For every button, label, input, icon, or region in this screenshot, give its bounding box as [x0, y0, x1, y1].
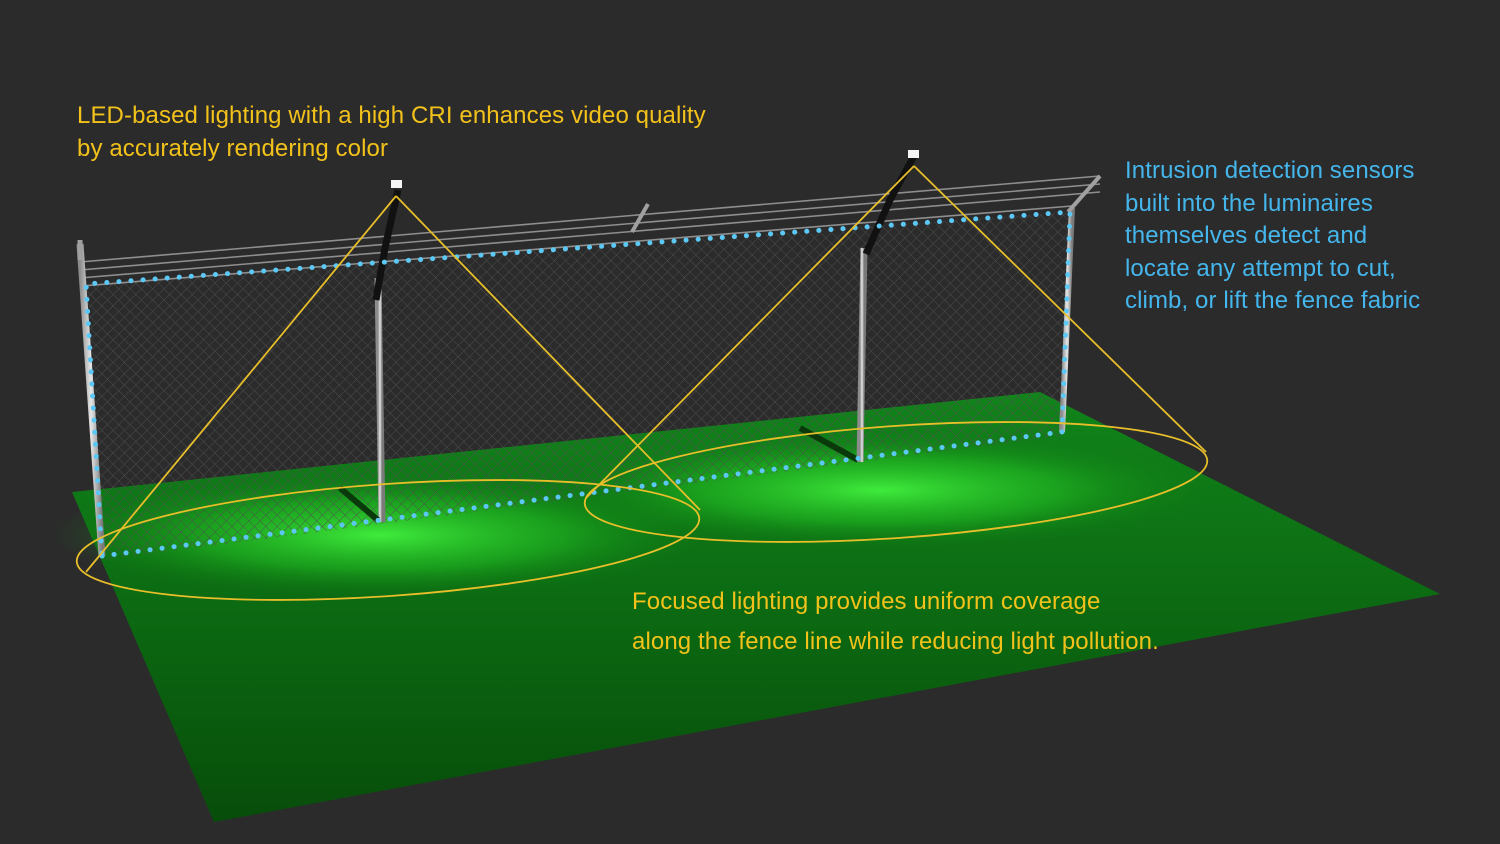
intrusion-sensors-annotation: Intrusion detection sensors built into t… — [1125, 155, 1420, 318]
annotation-line: by accurately rendering color — [77, 135, 389, 162]
fence-mesh — [86, 212, 1070, 560]
annotation-line: locate any attempt to cut, — [1125, 254, 1396, 282]
light-cone-icon — [75, 165, 1209, 601]
led-lighting-annotation: LED-based lighting with a high CRI enhan… — [77, 99, 706, 165]
annotation-line: along the fence line while reducing ligh… — [632, 628, 1159, 655]
sensor-dot-icon — [83, 209, 1073, 559]
luminaire-icon — [391, 180, 402, 188]
focused-lighting-annotation: Focused lighting provides uniform covera… — [632, 582, 1159, 662]
annotation-line: climb, or lift the fence fabric — [1125, 287, 1421, 314]
annotation-line: themselves detect and — [1125, 222, 1368, 249]
luminaire-icon — [908, 150, 919, 158]
annotation-line: LED-based lighting with a high CRI enhan… — [77, 102, 706, 129]
annotation-line: Intrusion detection sensors — [1125, 157, 1415, 184]
annotation-line: Focused lighting provides uniform covera… — [632, 588, 1101, 615]
annotation-line: built into the luminaires — [1125, 189, 1373, 217]
